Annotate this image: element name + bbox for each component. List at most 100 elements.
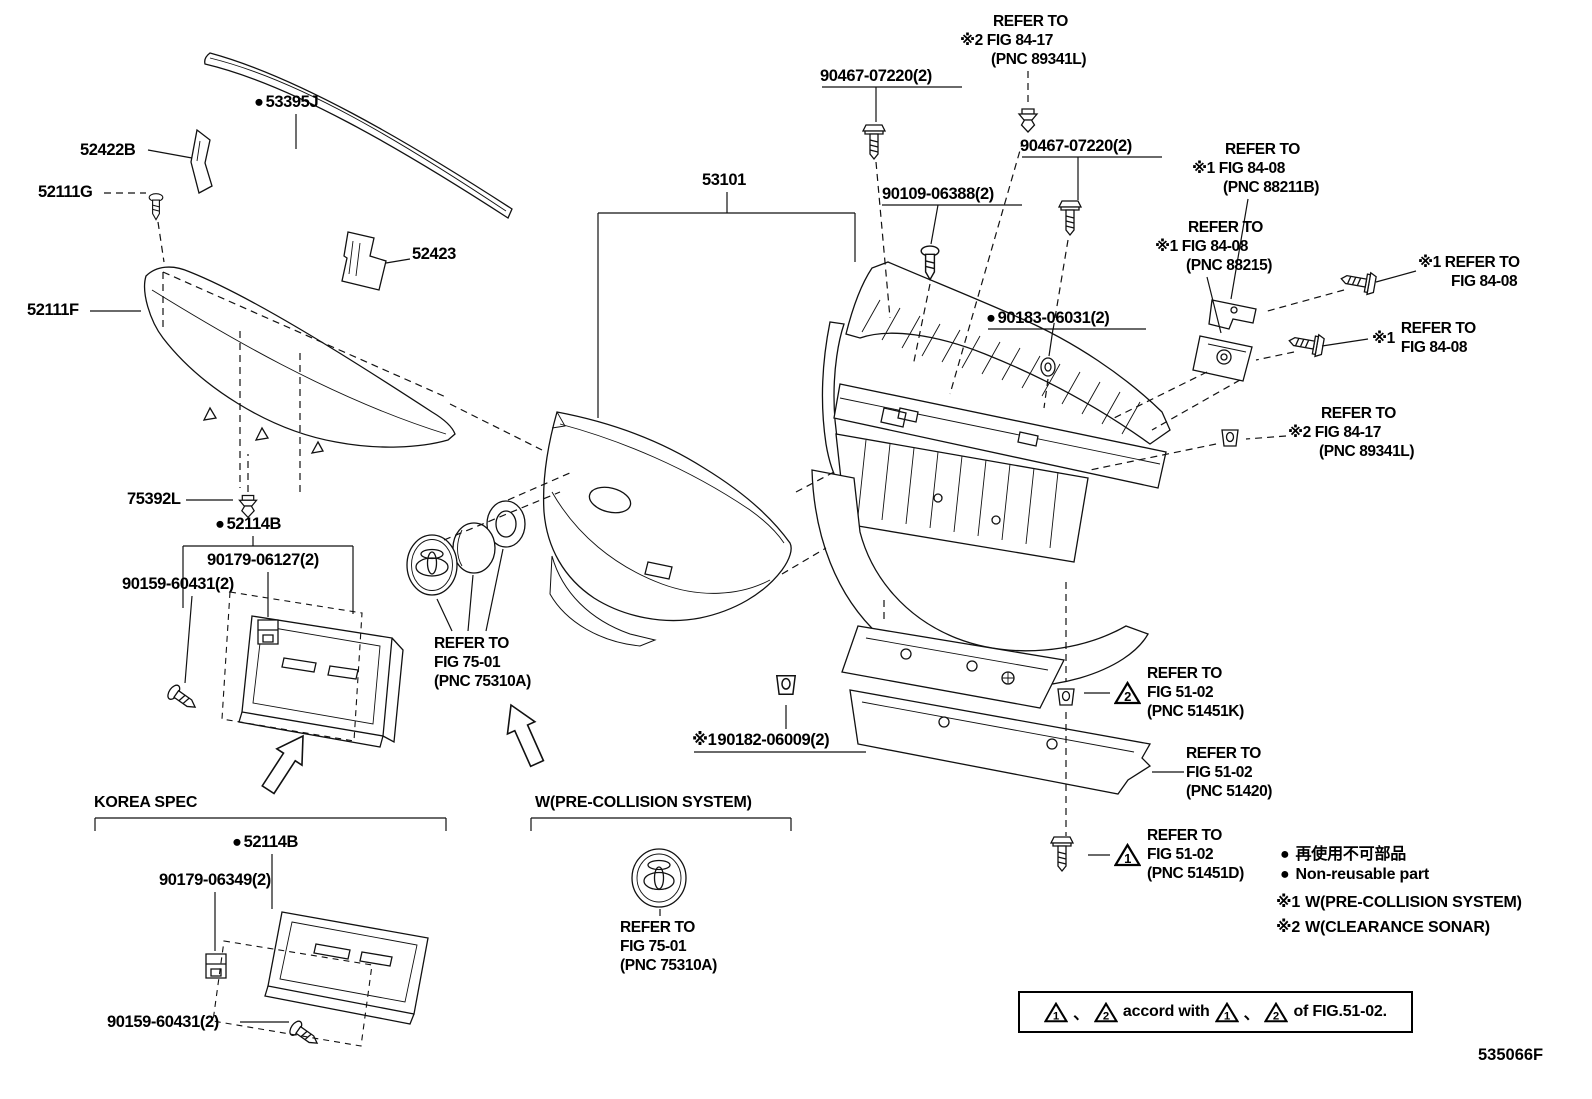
arrow-up-icon	[496, 698, 552, 771]
clip-art	[1018, 108, 1038, 133]
ref-line: ※2 FIG 84-17	[1288, 424, 1381, 441]
plate-bracket-art	[238, 615, 404, 748]
ref-fig51-02-51451k: 2 REFER TO FIG 51-02 (PNC 51451K)	[1114, 664, 1244, 721]
part-number: 52114B	[243, 833, 299, 851]
svg-text:2: 2	[1273, 1010, 1279, 1022]
ref-mark-1: ※1	[1276, 894, 1301, 911]
bolt-art	[862, 124, 886, 160]
label-plate-bracket: ●52114B	[215, 514, 281, 534]
ref-mark-1: ※1	[692, 731, 717, 749]
ref-line: (PNC 51451D)	[1147, 865, 1244, 882]
ref-line: ※1 FIG 84-08	[1155, 238, 1248, 255]
ref-line: FIG 75-01	[620, 938, 687, 955]
ref-line: REFER TO	[434, 635, 509, 652]
part-number: 90467-07220(2)	[820, 67, 932, 85]
svg-text:2: 2	[1124, 689, 1131, 704]
label-bracket-52423: 52423	[412, 244, 456, 264]
ref-line: (PNC 89341L)	[991, 51, 1087, 68]
dashed-lines	[104, 71, 1345, 836]
footnote-text: W(PRE-COLLISION SYSTEM)	[1305, 894, 1522, 911]
footnote-nonreusable-en: ●Non-reusable part	[1280, 866, 1429, 884]
svg-text:2: 2	[1103, 1010, 1109, 1022]
ref-line: (PNC 75310A)	[434, 673, 531, 690]
part-number: 90159-60431(2)	[122, 575, 234, 593]
label-plate-nut-korea: 90159-60431(2)	[107, 1012, 219, 1032]
label-hood-seal: ●53395J	[254, 92, 319, 112]
ref-line: REFER TO	[1188, 219, 1263, 236]
footnote-text: Non-reusable part	[1295, 866, 1429, 883]
ref-line: (PNC 51420)	[1186, 783, 1273, 800]
ref-lines: REFER TO FIG 51-02 (PNC 51451D)	[1147, 826, 1244, 883]
ref-fig84-17-top: REFER TO ※2 FIG 84-17 (PNC 89341L)	[960, 12, 1087, 69]
ref-line: FIG 84-08	[1451, 273, 1518, 290]
figure-code-text: 535066F	[1478, 1046, 1544, 1064]
label-grommet-lower: ※190182-06009(2)	[692, 730, 830, 750]
ref-line: (PNC 88215)	[1186, 257, 1273, 274]
warning-triangle-icon: 2	[1093, 1001, 1118, 1022]
ref-fig84-17-mid: REFER TO ※2 FIG 84-17 (PNC 89341L)	[1288, 404, 1415, 461]
part-number: 53101	[702, 171, 746, 189]
bumper-cover-art	[542, 411, 792, 647]
ref-line: REFER TO	[1225, 141, 1300, 158]
cjk-comma: 、	[1243, 1006, 1260, 1023]
part-number: 52422B	[80, 141, 136, 159]
ref-line: (PNC 89341L)	[1319, 443, 1415, 460]
ref-line: FIG 84-08	[1400, 339, 1468, 356]
bolt-art	[1286, 329, 1326, 359]
footnote-text: W(CLEARANCE SONAR)	[1305, 919, 1490, 936]
bolt-art	[1058, 200, 1082, 236]
ref-line: (PNC 75310A)	[620, 957, 717, 974]
non-reusable-bullet: ●	[254, 93, 264, 111]
part-number: 52111F	[27, 301, 79, 319]
section-title: W(PRE-COLLISION SYSTEM)	[535, 794, 752, 811]
section-korea-spec: KOREA SPEC	[94, 794, 197, 812]
part-number: 52423	[412, 245, 456, 263]
plate-screw-art	[164, 682, 201, 715]
ref-lines: REFER TO FIG 51-02 (PNC 51451K)	[1147, 664, 1244, 721]
label-plate-nut: 90159-60431(2)	[122, 574, 234, 594]
footnote-text: 再使用不可部品	[1295, 846, 1407, 863]
under-cover-art	[841, 625, 1152, 795]
label-bumper-cover: 53101	[702, 170, 746, 190]
footnote-nonreusable-jp: ● 再使用不可部品	[1280, 840, 1406, 864]
grommet-art	[1221, 429, 1239, 447]
hood-clip-art	[148, 193, 164, 221]
sensor-bracket-art	[1192, 299, 1257, 382]
grommet-art	[776, 675, 796, 695]
ref-line: REFER TO	[620, 919, 695, 936]
bolt-art	[1338, 267, 1378, 297]
label-bolt-mid: 90467-07220(2)	[1020, 136, 1132, 156]
ref-fig84-08-88211b: REFER TO ※1 FIG 84-08 (PNC 88211B)	[1192, 140, 1319, 197]
toyota-emblem-art	[406, 500, 526, 596]
warning-triangle-icon: 1	[1044, 1001, 1069, 1022]
precollision-emblem-art	[631, 848, 687, 908]
ref-line: ※2 FIG 84-17	[960, 32, 1053, 49]
part-number: 90467-07220(2)	[1020, 137, 1132, 155]
ref-line: FIG 75-01	[434, 654, 501, 671]
nut-art	[1040, 357, 1056, 377]
ref-fig51-02-51451d: 1 REFER TO FIG 51-02 (PNC 51451D)	[1114, 826, 1244, 883]
plate-clip-art	[257, 619, 279, 645]
ref-line: REFER TO	[1147, 827, 1222, 844]
svg-text:1: 1	[1224, 1010, 1230, 1022]
non-reusable-bullet: ●	[1280, 846, 1290, 863]
ref-line: ※1 FIG 84-08	[1192, 160, 1285, 177]
ref-line: REFER TO	[993, 13, 1068, 30]
part-number: 90182-06009(2)	[717, 731, 830, 749]
grommet-art	[1057, 688, 1075, 706]
korea-clip-art	[205, 953, 227, 979]
non-reusable-bullet: ●	[232, 833, 242, 851]
dashed-position-outline	[212, 591, 373, 1047]
ref-fig84-08-right-top: ※1 REFER TO FIG 84-08	[1418, 253, 1520, 291]
korea-bracket-art	[264, 911, 429, 1025]
part-number: 90179-06349(2)	[159, 871, 271, 889]
part-number: 90179-06127(2)	[207, 551, 319, 569]
ref-fig84-08-right-mid: ※1 REFER TO FIG 84-08	[1372, 319, 1476, 357]
ref-line: REFER TO	[1400, 320, 1476, 337]
label-plate-clip-screw-korea: 90179-06349(2)	[159, 870, 271, 890]
ref-mark-1: ※1	[1372, 329, 1395, 347]
ref-line: FIG 51-02	[1147, 684, 1214, 701]
